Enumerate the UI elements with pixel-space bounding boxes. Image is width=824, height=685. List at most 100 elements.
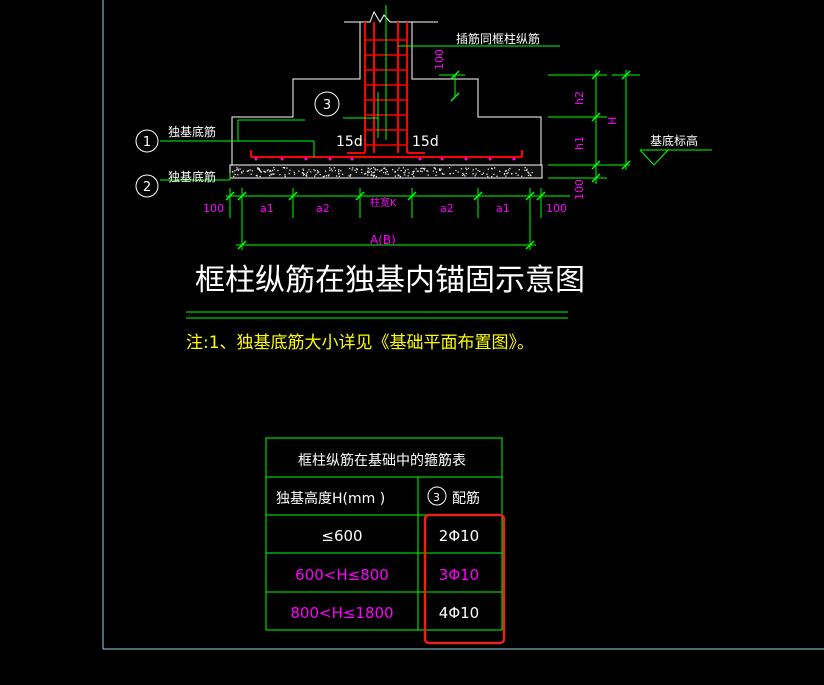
concrete-speck <box>367 170 369 172</box>
concrete-speck <box>270 174 272 176</box>
concrete-speck <box>375 169 377 171</box>
concrete-speck <box>505 170 507 172</box>
table-header-rebar: 配筋 <box>452 490 480 507</box>
concrete-speck <box>259 170 261 172</box>
concrete-speck <box>375 175 377 178</box>
concrete-speck <box>530 175 532 177</box>
concrete-speck <box>269 169 271 172</box>
concrete-speck <box>427 174 429 176</box>
insert-bar-label: 插筋同框柱纵筋 <box>456 31 540 46</box>
concrete-speck <box>338 172 340 174</box>
concrete-speck <box>237 168 239 170</box>
concrete-speck <box>385 171 387 173</box>
table-row-2-height: 600<H≤800 <box>295 566 389 584</box>
table-title: 框柱纵筋在基础中的箍筋表 <box>298 452 466 469</box>
concrete-speck <box>371 173 373 175</box>
concrete-speck <box>336 175 338 177</box>
concrete-bed <box>229 164 543 179</box>
foundation-outline <box>231 10 542 165</box>
rebar-section-dot <box>440 157 444 161</box>
concrete-speck <box>270 170 272 172</box>
concrete-speck <box>279 174 281 176</box>
concrete-speck <box>479 170 481 172</box>
highlight-box <box>423 513 506 645</box>
concrete-speck <box>234 170 236 172</box>
concrete-speck <box>465 172 467 175</box>
concrete-speck <box>407 168 409 171</box>
concrete-speck <box>373 171 375 173</box>
concrete-speck <box>531 172 533 174</box>
concrete-speck <box>482 172 485 174</box>
concrete-speck <box>380 169 382 171</box>
callout-3 <box>314 91 340 117</box>
concrete-speck <box>233 175 235 177</box>
callout-2 <box>135 174 159 198</box>
concrete-speck <box>324 175 326 177</box>
concrete-speck <box>404 174 406 176</box>
base-elevation-label: 基底标高 <box>650 133 698 148</box>
concrete-speck <box>384 167 386 169</box>
concrete-speck <box>369 169 371 171</box>
concrete-speck <box>441 173 444 175</box>
concrete-speck <box>506 173 508 175</box>
concrete-speck <box>373 167 375 169</box>
concrete-speck <box>374 168 376 170</box>
concrete-speck <box>487 168 489 170</box>
concrete-speck <box>403 172 405 174</box>
table-row-1-rebar: 2Φ10 <box>439 527 479 545</box>
concrete-speck <box>504 173 506 175</box>
concrete-speck <box>386 171 388 173</box>
concrete-speck <box>472 169 474 171</box>
concrete-speck <box>461 174 464 176</box>
concrete-speck <box>464 175 466 177</box>
concrete-speck <box>383 167 385 169</box>
concrete-speck <box>322 176 324 178</box>
concrete-speck <box>294 173 296 175</box>
concrete-speck <box>515 172 517 174</box>
table-callout-3 <box>427 486 447 506</box>
concrete-speck <box>286 167 288 169</box>
concrete-speck <box>333 167 335 169</box>
rebar-section-dot <box>418 157 422 161</box>
concrete-speck <box>368 171 370 174</box>
concrete-speck <box>236 167 238 169</box>
concrete-speck <box>420 168 422 170</box>
concrete-speck <box>302 168 304 170</box>
concrete-speck <box>258 168 260 170</box>
concrete-speck <box>491 167 493 169</box>
concrete-speck <box>259 175 261 178</box>
concrete-speck <box>467 167 470 169</box>
concrete-speck <box>350 174 352 176</box>
concrete-speck <box>408 172 410 174</box>
concrete-speck <box>417 170 419 172</box>
concrete-speck <box>272 173 274 175</box>
concrete-speck <box>306 175 308 177</box>
concrete-speck <box>263 171 265 173</box>
concrete-speck <box>399 175 402 178</box>
concrete-speck <box>266 170 268 172</box>
concrete-speck <box>438 169 441 171</box>
concrete-speck <box>293 171 295 173</box>
concrete-speck <box>373 175 375 177</box>
concrete-speck <box>331 170 333 172</box>
concrete-speck <box>306 171 308 173</box>
concrete-speck <box>234 173 236 175</box>
concrete-speck <box>412 171 415 173</box>
concrete-speck <box>354 169 356 171</box>
concrete-speck <box>265 171 267 173</box>
concrete-speck <box>457 171 459 173</box>
concrete-speck <box>400 170 402 172</box>
concrete-speck <box>241 172 243 174</box>
concrete-speck <box>373 174 375 176</box>
concrete-speck <box>328 174 330 176</box>
table-header-height: 独基高度H(mm ) <box>276 490 385 507</box>
dim-a1-right: a1 <box>496 202 510 215</box>
concrete-speck <box>452 172 454 174</box>
concrete-speck <box>370 167 372 169</box>
concrete-speck <box>257 168 259 170</box>
table-row-3-rebar: 4Φ10 <box>439 604 479 622</box>
dim-column-width: 柱宽K <box>370 196 397 209</box>
concrete-speck <box>364 173 366 175</box>
concrete-speck <box>455 169 457 172</box>
